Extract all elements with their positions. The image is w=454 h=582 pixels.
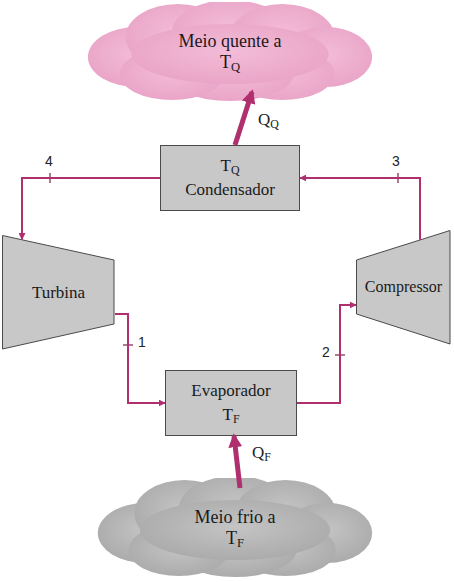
refrigerant-line xyxy=(115,314,165,403)
refrigerant-line xyxy=(297,305,356,403)
heat-flow-label: QF xyxy=(252,443,271,463)
state-number: 3 xyxy=(392,153,400,169)
turbine-shape: Turbina xyxy=(2,235,115,350)
refrigerant-line xyxy=(22,178,160,239)
heat-flow-arrow xyxy=(235,92,252,145)
refrigerant-line xyxy=(300,178,420,240)
component-label: Condensador xyxy=(185,180,275,200)
heat-flow-label: QQ xyxy=(258,110,279,130)
compressor-shape: Compressor xyxy=(356,230,451,345)
hot-reservoir: Meio quente a TQ xyxy=(85,2,375,102)
reservoir-label: Meio frio a TF xyxy=(185,507,285,548)
component-label: Compressor xyxy=(365,278,442,296)
state-ticks xyxy=(50,173,398,355)
component-label: Turbina xyxy=(32,283,85,303)
heat-flow-arrow xyxy=(234,436,240,488)
component-label: Evaporador xyxy=(191,381,270,401)
condenser-box: TQ Condensador xyxy=(160,145,300,211)
state-number: 4 xyxy=(45,153,53,169)
component-label: TF xyxy=(222,405,239,425)
evaporator-box: EvaporadorTF xyxy=(165,370,297,436)
reservoir-label: Meio quente a TQ xyxy=(174,31,286,72)
state-number: 2 xyxy=(322,344,330,360)
component-label: TQ xyxy=(221,156,240,176)
state-number: 1 xyxy=(138,334,146,350)
cold-reservoir: Meio frio a TF xyxy=(95,478,375,578)
